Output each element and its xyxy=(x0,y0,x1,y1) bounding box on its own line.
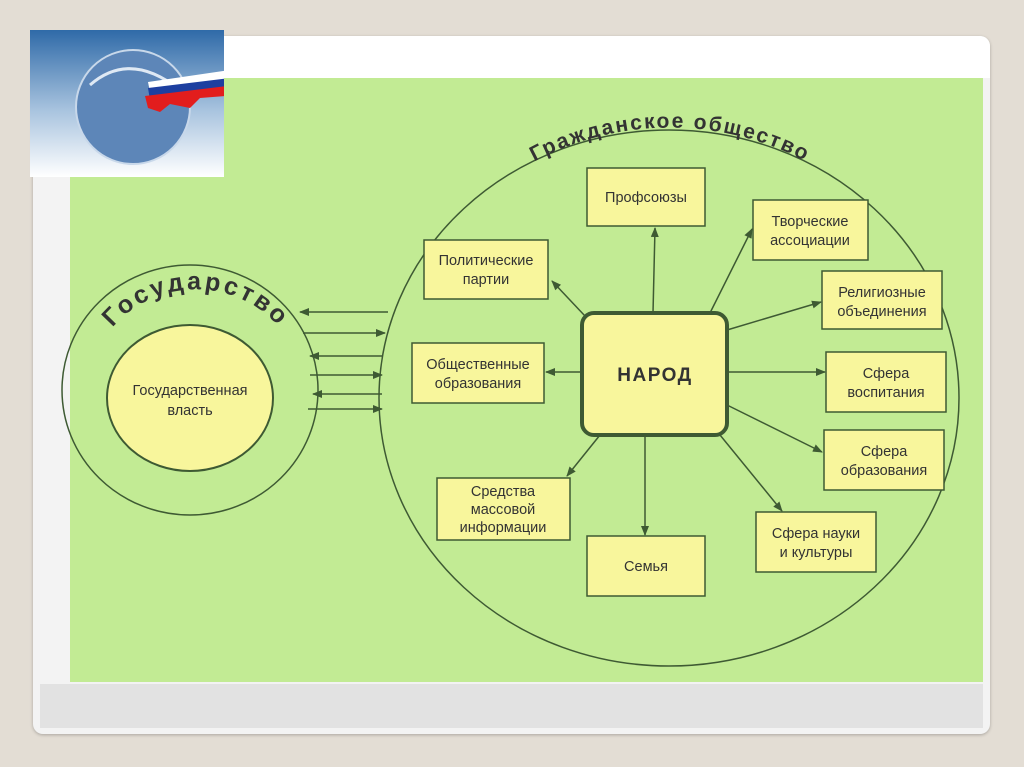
node-political-parties: Политические партии xyxy=(423,239,549,300)
center-node-people: НАРОД xyxy=(580,311,729,437)
node-education: Сфера образования xyxy=(823,429,945,491)
civil-society-circle xyxy=(378,129,960,667)
node-mass-media: Средства массовой информации xyxy=(436,477,571,541)
globe-icon xyxy=(75,49,230,165)
globe-logo xyxy=(30,30,230,177)
svg-text:партии: партии xyxy=(463,272,510,288)
svg-text:Политические: Политические xyxy=(439,253,534,269)
svg-text:НАРОД: НАРОД xyxy=(617,365,692,386)
svg-text:массовой: массовой xyxy=(471,502,535,518)
svg-text:Сфера: Сфера xyxy=(863,366,911,382)
svg-text:Творческие: Творческие xyxy=(772,214,849,230)
svg-text:Сфера: Сфера xyxy=(861,444,909,460)
node-creative-associations: Творческие ассоциации xyxy=(752,199,869,261)
svg-text:Сфера науки: Сфера науки xyxy=(772,526,860,542)
state-title: Государство xyxy=(96,267,295,331)
state-power-label-1: Государственная xyxy=(133,383,248,399)
node-science-culture: Сфера науки и культуры xyxy=(755,511,877,573)
svg-text:образования: образования xyxy=(435,376,521,392)
svg-text:Религиозные: Религиозные xyxy=(838,285,926,301)
svg-text:ассоциации: ассоциации xyxy=(770,233,850,249)
svg-text:Профсоюзы: Профсоюзы xyxy=(605,190,687,206)
svg-text:воспитания: воспитания xyxy=(847,385,924,401)
civil-society-title: Гражданское общество xyxy=(526,110,814,166)
svg-text:образования: образования xyxy=(841,463,927,479)
svg-text:и культуры: и культуры xyxy=(780,545,853,561)
people-arrows xyxy=(545,227,826,536)
state-society-arrows xyxy=(299,308,388,413)
node-family: Семья xyxy=(586,535,706,597)
svg-text:информации: информации xyxy=(460,520,547,536)
slide-footer xyxy=(40,684,983,728)
node-upbringing: Сфера воспитания xyxy=(825,351,947,413)
node-public-organizations: Общественные образования xyxy=(411,342,545,404)
svg-text:Общественные: Общественные xyxy=(426,357,529,373)
state-power-ellipse xyxy=(106,324,274,472)
node-religious: Религиозные объединения xyxy=(821,270,943,330)
svg-text:Семья: Семья xyxy=(624,559,668,575)
svg-text:объединения: объединения xyxy=(837,304,926,320)
state-power-label-2: власть xyxy=(167,403,212,419)
svg-text:Средства: Средства xyxy=(471,484,536,500)
node-unions: Профсоюзы xyxy=(586,167,706,227)
